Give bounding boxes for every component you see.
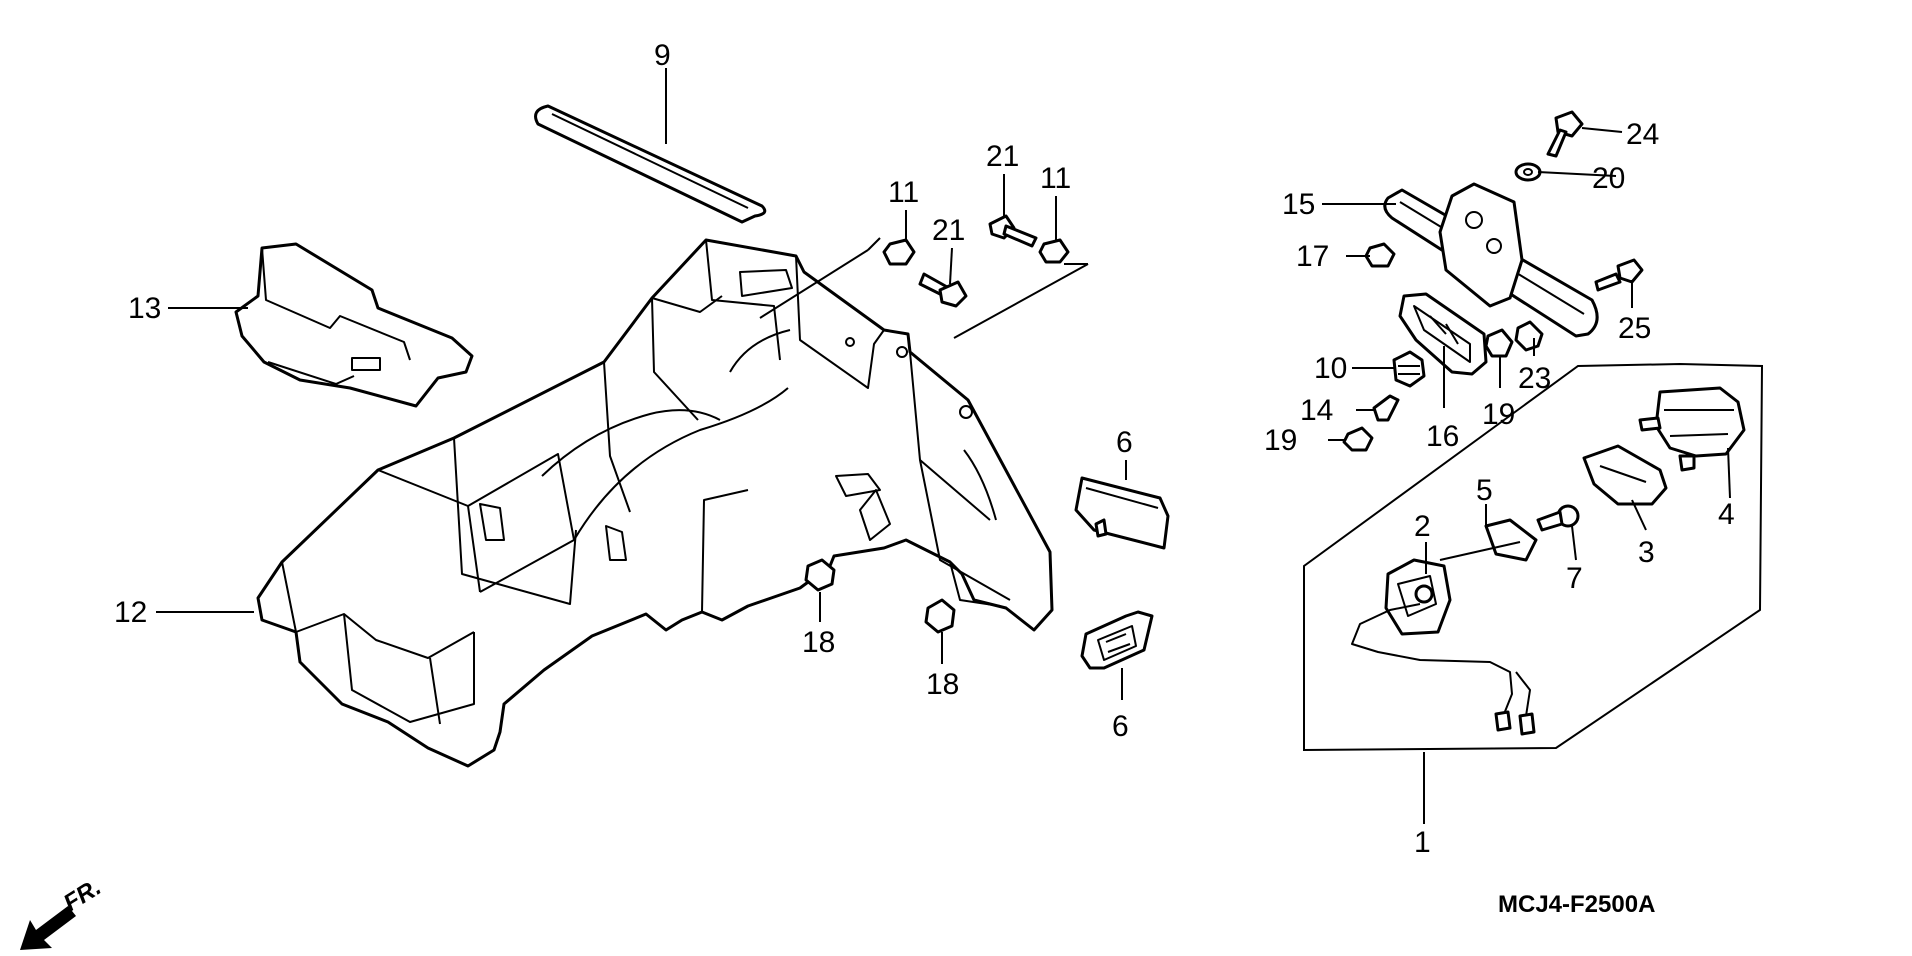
front-direction-indicator: FR.	[20, 874, 106, 950]
callout-1: 1	[1414, 826, 1431, 859]
callout-24: 24	[1626, 118, 1659, 151]
callout-18-left: 18	[802, 626, 835, 659]
callout-19-upper: 19	[1482, 398, 1515, 431]
callout-11-left: 11	[888, 176, 919, 209]
callout-6-lower: 6	[1112, 710, 1129, 743]
callout-6-upper: 6	[1116, 426, 1133, 459]
callout-7: 7	[1566, 562, 1583, 595]
nut-18-left	[804, 558, 836, 592]
collar-23	[1514, 320, 1544, 352]
callout-12: 12	[114, 596, 147, 629]
callout-2: 2	[1414, 510, 1431, 543]
callout-16: 16	[1426, 420, 1459, 453]
callout-14: 14	[1300, 394, 1333, 427]
callout-20: 20	[1592, 162, 1625, 195]
callout-3: 3	[1638, 536, 1655, 569]
nut-18-right	[924, 598, 956, 634]
callout-11-right: 11	[1040, 162, 1071, 195]
nut-19-lower	[1342, 426, 1374, 452]
callout-18-right: 18	[926, 668, 959, 701]
light-housing-16	[1398, 292, 1488, 376]
callout-15: 15	[1282, 188, 1315, 221]
callout-4: 4	[1718, 498, 1735, 531]
callout-25: 25	[1618, 312, 1651, 345]
nut-11-left	[882, 238, 916, 266]
bolt-25	[1594, 258, 1644, 292]
callout-19-lower: 19	[1264, 424, 1297, 457]
gasket-5	[1439, 518, 1538, 562]
callout-13: 13	[128, 292, 161, 325]
callout-23: 23	[1518, 362, 1551, 395]
taillight-lens-4	[1638, 386, 1746, 472]
socket-3	[1582, 444, 1668, 506]
wire-harness	[1351, 603, 1536, 736]
diagram-code: MCJ4-F2500A	[1498, 891, 1655, 918]
grommet-17	[1364, 242, 1396, 268]
callout-21-upper: 21	[986, 140, 1019, 173]
front-arrow-icon	[20, 906, 76, 950]
callout-17: 17	[1296, 240, 1329, 273]
callout-10: 10	[1314, 352, 1347, 385]
nut-11-right	[1038, 238, 1070, 264]
leader-lines	[156, 68, 1731, 824]
screw-14	[1372, 394, 1400, 422]
callout-5: 5	[1476, 474, 1493, 507]
reflector-lower	[1080, 610, 1154, 670]
bulb-7	[1536, 504, 1580, 532]
bolt-21-lower	[918, 272, 968, 308]
bolt-24	[1546, 110, 1584, 158]
callout-labels: 9 13 12 11 11 21 21 6 6 18 18 15 17 10 1…	[114, 39, 1735, 859]
washer-20	[1514, 162, 1542, 182]
assembly-boundary	[1303, 362, 1764, 752]
rear-fender-part	[256, 238, 1054, 768]
seal-strip-part	[534, 104, 767, 224]
bolt-21-upper	[988, 214, 1038, 248]
callout-9: 9	[654, 39, 671, 72]
light-base-2	[1384, 558, 1452, 636]
grommet-10	[1392, 350, 1426, 388]
reflector-upper	[1074, 476, 1170, 550]
nut-19-upper	[1484, 328, 1514, 358]
cover-part	[234, 242, 474, 408]
callout-21-lower: 21	[932, 214, 965, 247]
license-bracket-part	[1383, 182, 1599, 338]
